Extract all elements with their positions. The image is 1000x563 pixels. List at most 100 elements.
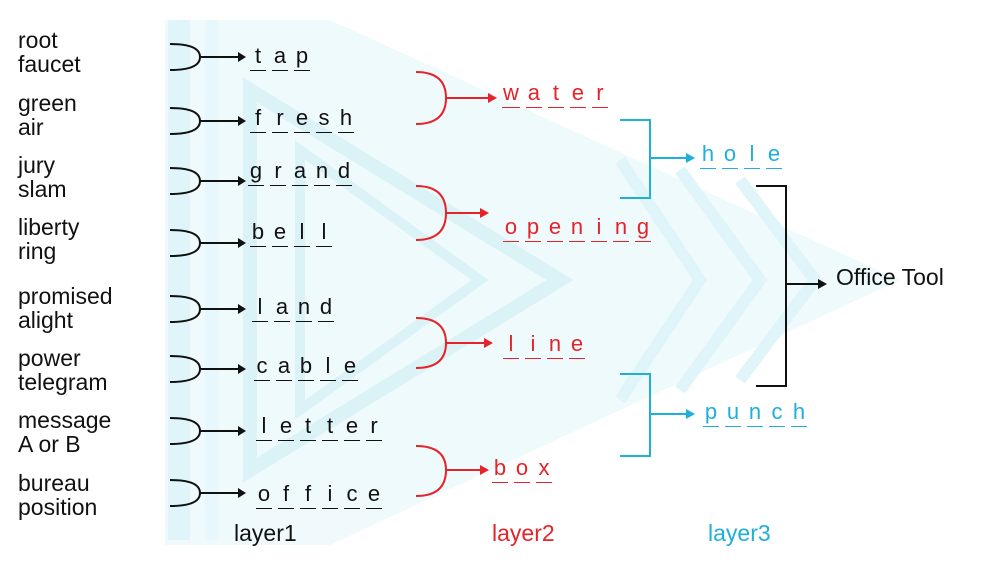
clue-word: ring <box>18 238 57 264</box>
clue-word: air <box>18 114 44 140</box>
letter-slot: n <box>747 398 763 427</box>
letter-slot: t <box>250 42 266 71</box>
letter-slot: d <box>318 293 334 322</box>
final-connector <box>756 185 827 387</box>
clue-pair: power telegram <box>18 346 107 394</box>
letter-slot: h <box>791 398 807 427</box>
clue-pair: root faucet <box>18 28 81 76</box>
letter-slot: u <box>725 398 741 427</box>
letter-slot: a <box>274 293 290 322</box>
letter-slot: e <box>547 213 563 242</box>
letter-slot: p <box>703 398 719 427</box>
final-answer: Office Tool <box>836 264 944 290</box>
letter-slot: r <box>270 157 286 186</box>
clue-word: jury <box>18 152 56 178</box>
clue-word: slam <box>18 176 67 202</box>
letter-slot: a <box>525 79 542 108</box>
letter-slot: e <box>294 104 310 133</box>
letter-slot: t <box>547 79 564 108</box>
letter-slot: l <box>252 293 268 322</box>
clue-word: A or B <box>18 431 81 457</box>
letter-slot: g <box>248 157 264 186</box>
letter-slot: s <box>316 104 332 133</box>
letter-slot: f <box>300 480 316 509</box>
letter-slot: h <box>700 140 716 169</box>
letter-slot: b <box>298 352 314 381</box>
letter-slot: t <box>322 412 338 441</box>
layer1-connectors <box>169 43 246 507</box>
clue-word: liberty <box>18 214 80 240</box>
clue-word: telegram <box>18 369 108 395</box>
letter-slot: f <box>250 104 266 133</box>
letter-slot: b <box>492 454 508 483</box>
clue-pair: liberty ring <box>18 215 79 263</box>
letter-slot: o <box>256 480 272 509</box>
clue-word: power <box>18 345 81 371</box>
letter-slot: r <box>591 79 608 108</box>
letter-slot: f <box>278 480 294 509</box>
layer3-connectors <box>620 119 695 457</box>
clue-pair: promised alight <box>18 284 113 332</box>
letter-slot: p <box>294 42 310 71</box>
layer1-label: layer1 <box>234 520 297 546</box>
letter-slot: e <box>278 412 294 441</box>
letter-slot: a <box>272 42 288 71</box>
clue-word: alight <box>18 307 73 333</box>
letter-slot: n <box>613 213 629 242</box>
clue-pair: bureau position <box>18 471 97 519</box>
letter-slot: e <box>766 140 782 169</box>
clue-word: message <box>18 407 112 433</box>
letter-slot: t <box>300 412 316 441</box>
letter-slot: n <box>314 157 330 186</box>
letter-slot: c <box>769 398 785 427</box>
clue-pair: jury slam <box>18 153 67 201</box>
letter-slot: e <box>366 480 382 509</box>
letter-slot: o <box>503 213 519 242</box>
letter-slot: x <box>536 454 552 483</box>
clue-word: position <box>18 494 98 520</box>
letter-slot: e <box>344 412 360 441</box>
letter-slot: e <box>342 352 358 381</box>
layer2-connectors <box>415 71 497 497</box>
letter-slot: d <box>336 157 352 186</box>
letter-slot: w <box>502 79 520 108</box>
layer3-label: layer3 <box>708 520 771 546</box>
letter-slot: l <box>503 330 519 359</box>
letter-slot: c <box>344 480 360 509</box>
clue-pair: green air <box>18 91 77 139</box>
letter-slot: i <box>322 480 338 509</box>
letter-slot: l <box>294 218 310 247</box>
clue-word: promised <box>18 283 113 309</box>
letter-slot: e <box>272 218 288 247</box>
layer2-label: layer2 <box>492 520 555 546</box>
letter-slot: e <box>569 330 585 359</box>
letter-slot: i <box>525 330 541 359</box>
letter-slot: n <box>547 330 563 359</box>
letter-slot: n <box>569 213 585 242</box>
letter-slot: h <box>338 104 354 133</box>
letter-slot: r <box>272 104 288 133</box>
letter-slot: p <box>525 213 541 242</box>
letter-slot: o <box>722 140 738 169</box>
letter-slot: l <box>256 412 272 441</box>
clue-word: root <box>18 27 58 53</box>
letter-slot: l <box>744 140 760 169</box>
letter-slot: i <box>591 213 607 242</box>
letter-slot: b <box>250 218 266 247</box>
background-pattern <box>165 20 900 545</box>
letter-slot: c <box>254 352 270 381</box>
